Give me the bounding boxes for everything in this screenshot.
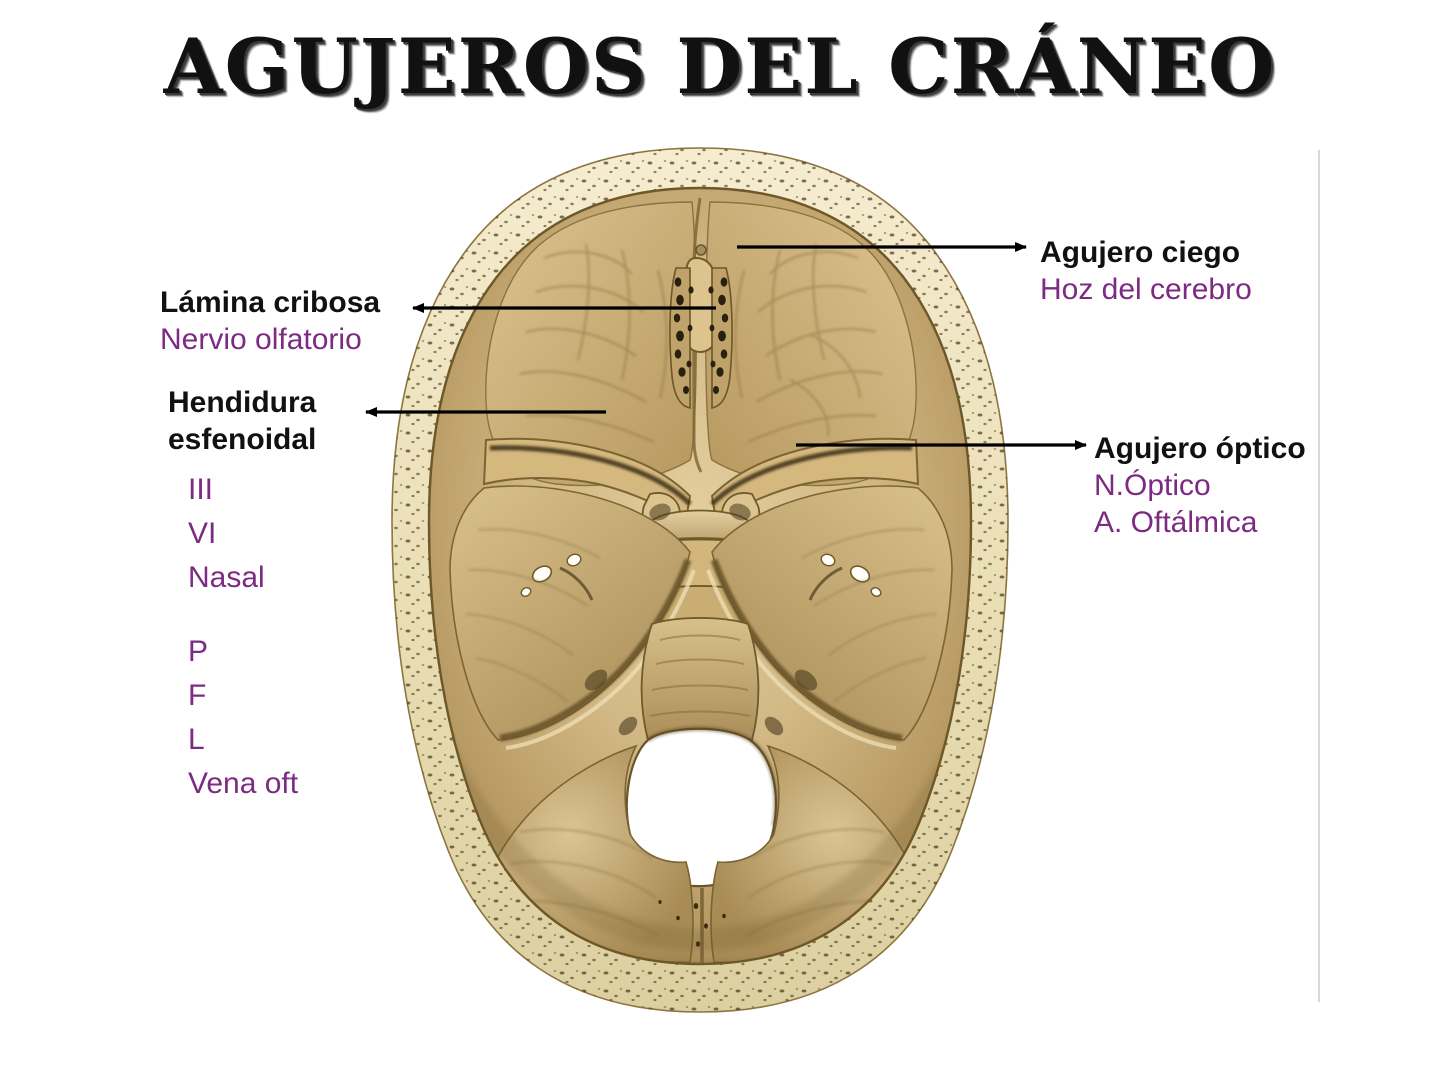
agujero-optico-structure-line2: A. Oftálmica <box>1094 506 1258 539</box>
optic-canals <box>649 503 751 521</box>
list-item: III <box>188 473 214 506</box>
list-item: P <box>188 635 209 668</box>
lamina-cribosa-structure: Nervio olfatorio <box>160 323 362 356</box>
cranial-fossae-group <box>429 188 971 964</box>
label-lamina-cribosa: Lámina cribosa Nervio olfatorio <box>160 284 380 358</box>
right-foramina <box>808 553 882 601</box>
list-item: L <box>188 723 205 756</box>
agujero-ciego-title: Agujero ciego <box>1040 236 1241 269</box>
label-agujero-ciego: Agujero ciego Hoz del cerebro <box>1040 234 1252 308</box>
list-item: VI <box>188 517 217 550</box>
page-title: AGUJEROS DEL CRÁNEO <box>163 22 1277 111</box>
label-hendidura-esfenoidal: Hendidura esfenoidal <box>168 384 316 458</box>
clivus <box>640 617 760 742</box>
left-foramina <box>520 553 594 601</box>
content-frame-divider <box>1318 150 1320 1002</box>
middle-cranial-fossa <box>449 485 953 750</box>
skull-base-figure <box>360 140 1040 1020</box>
list-item: Vena oft <box>188 767 299 800</box>
skull-base-illustration <box>391 147 1009 1013</box>
label-agujero-optico: Agujero óptico N.Óptico A. Oftálmica <box>1094 430 1306 541</box>
lamina-cribosa-title: Lámina cribosa <box>160 286 381 319</box>
cribriform-plate <box>669 244 733 409</box>
sphenoid-lesser-wings <box>482 437 920 534</box>
list-spacer <box>188 600 298 630</box>
list-item: F <box>188 679 207 712</box>
hendidura-contents-list: III VI Nasal P F L Vena oft <box>188 468 298 806</box>
hendidura-esfenoidal-title-line2: esfenoidal <box>168 423 317 456</box>
agujero-optico-title: Agujero óptico <box>1094 432 1306 465</box>
list-item: Nasal <box>188 561 265 594</box>
agujero-ciego-structure: Hoz del cerebro <box>1040 273 1252 306</box>
hendidura-esfenoidal-title-line1: Hendidura <box>168 386 317 419</box>
agujero-optico-structure-line1: N.Óptico <box>1094 469 1211 502</box>
inner-table-outline <box>427 186 973 966</box>
